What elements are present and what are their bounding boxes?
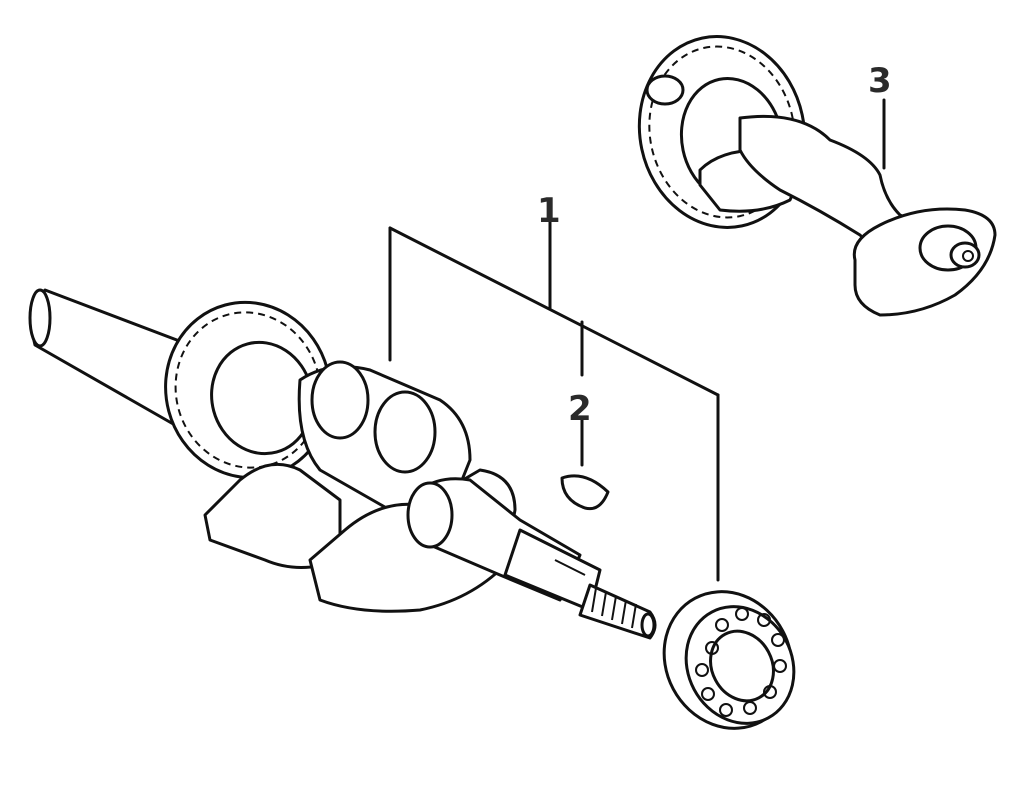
camshaft-drawing xyxy=(637,35,997,317)
crankshaft-counterweight-front xyxy=(203,462,342,569)
callout-1: 1 xyxy=(537,191,561,231)
callout-3: 3 xyxy=(868,61,892,101)
callout-2: 2 xyxy=(568,389,592,429)
woodruff-key-drawing xyxy=(560,474,610,511)
leader-lines xyxy=(388,98,886,582)
crankshaft-drawing xyxy=(28,288,657,640)
ball-bearing-drawing xyxy=(662,590,796,730)
